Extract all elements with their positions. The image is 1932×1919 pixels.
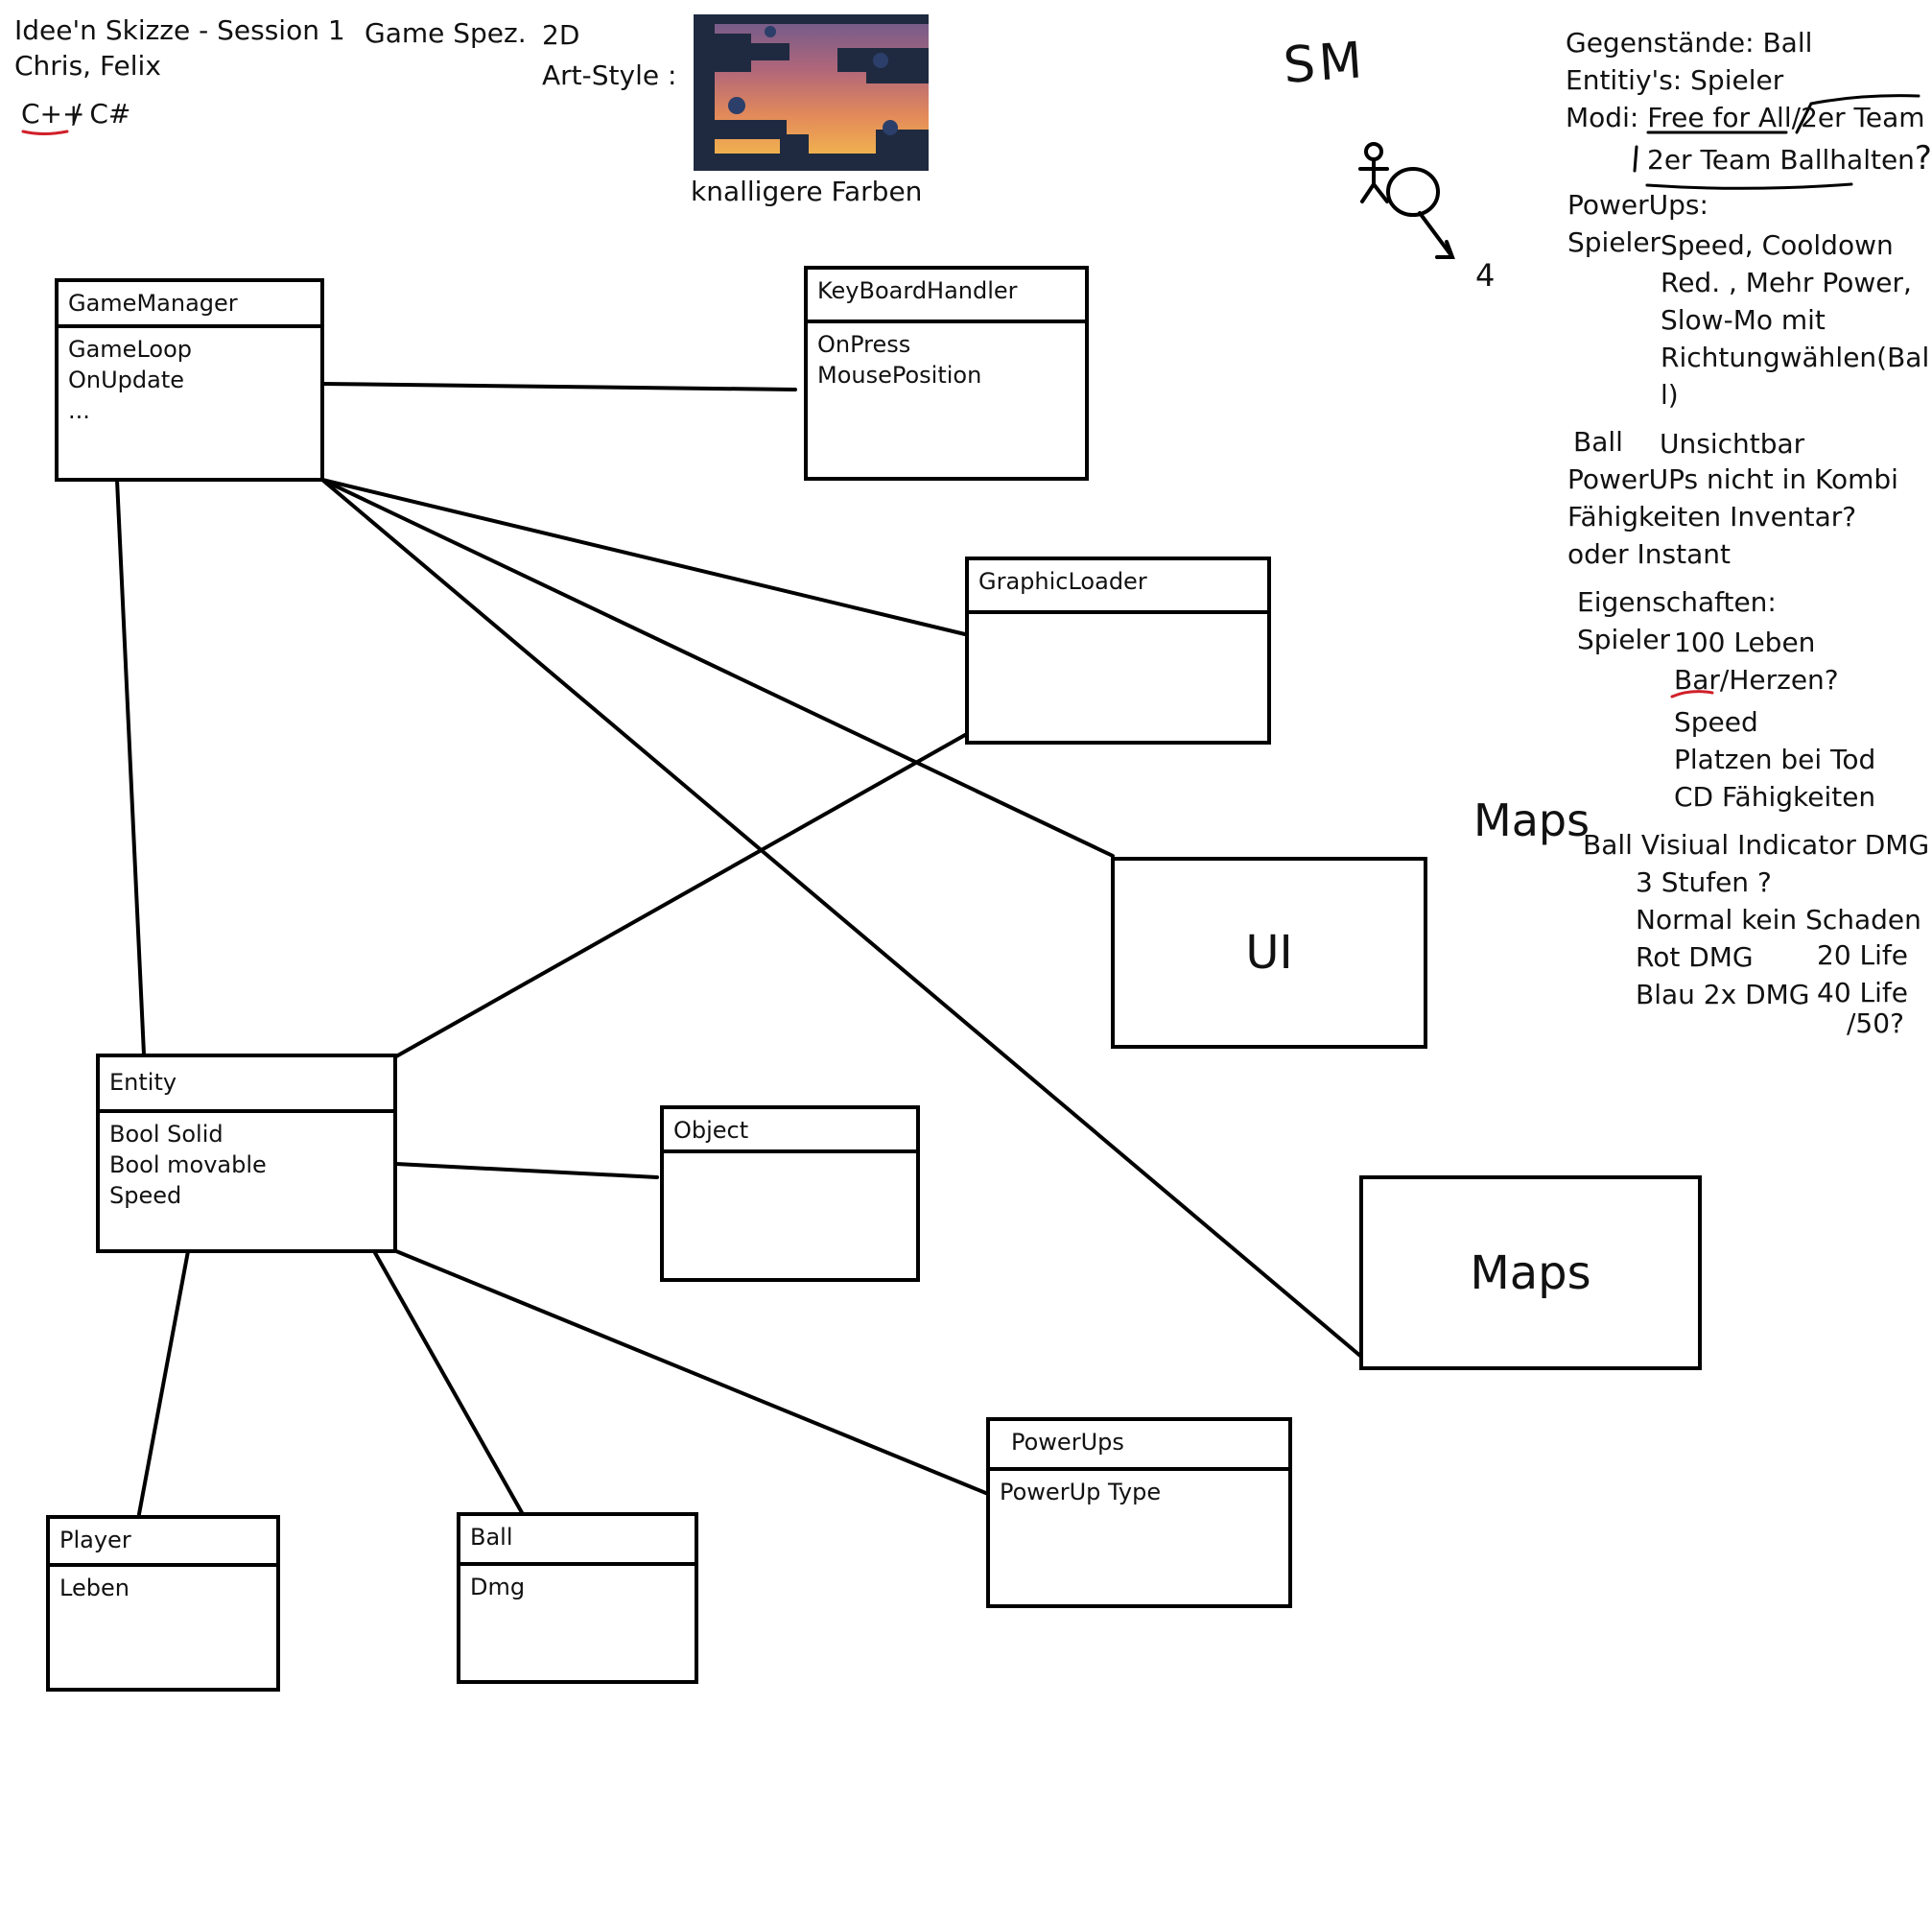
class-keyboardhandler: KeyBoardHandler OnPress MousePosition [804,266,1089,481]
link-gamemanager-keyboard [320,382,797,391]
link-gamemanager-entity [115,478,146,1056]
note-spieler-powerup-1: Speed, Cooldown [1661,229,1894,261]
authors: Chris, Felix [14,50,161,82]
dimension-value: 2D [542,19,580,51]
class-ball-name: Ball [460,1516,695,1566]
art-style-label: Art-Style : [542,59,677,91]
class-ball-member: Dmg [470,1574,526,1600]
cpp-underline [21,130,69,135]
note-inventar: Fähigkeiten Inventar? [1567,501,1857,533]
team-box-mark [1795,94,1920,134]
game-spec-label: Game Spez. [365,17,527,49]
note-powerups-title: PowerUps: [1567,189,1708,221]
note-maps-label: Maps [1473,794,1590,846]
note-eigenschaften-title: Eigenschaften: [1577,586,1777,618]
note-rot-life: 20 Life [1817,939,1908,971]
link-entity-powerups [394,1249,990,1496]
link-gamemanager-maps [320,478,1362,1358]
class-entity-name: Entity [100,1057,393,1113]
class-entity-member: Bool movable [109,1151,267,1178]
language-cpp: C++ [21,98,85,130]
class-ui: UI [1111,857,1427,1049]
class-gamemanager-member: ... [68,397,90,424]
note-spieler-label: Spieler [1567,226,1661,258]
note-ball-label: Ball [1573,426,1623,458]
note-stufen: 3 Stufen ? [1636,866,1772,898]
language-cs: / C# [72,98,131,130]
link-entity-object [394,1162,659,1179]
class-object-name: Object [664,1109,916,1153]
class-maps: Maps [1359,1175,1702,1370]
player-doodle-icon [1358,142,1455,259]
class-entity-member: Speed [109,1182,182,1209]
note-blau: Blau 2x DMG [1636,979,1810,1010]
note-spieler-powerup-4: Richtungwählen(Bal [1661,342,1930,373]
note-blau-life: 40 Life [1817,977,1908,1008]
note-entities: Entitiy's: Spieler [1566,64,1784,96]
note-eig-bar-herzen: Bar/Herzen? [1674,664,1839,696]
class-ball: Ball Dmg [457,1512,698,1684]
link-gamemanager-graphic [320,478,967,636]
class-powerups: PowerUps PowerUp Type [986,1417,1292,1608]
note-eig-leben: 100 Leben [1674,627,1816,658]
note-gegenstaende: Gegenstände: Ball [1566,27,1813,59]
bar-underline [1670,690,1714,699]
note-spieler-powerup-5: l) [1661,379,1679,411]
class-keyboardhandler-member: MousePosition [817,362,982,389]
class-gamemanager: GameManager GameLoop OnUpdate ... [55,278,324,482]
sketch-sm-label: SM [1281,32,1368,95]
link-graphic-entity [394,733,967,1058]
note-eig-speed: Speed [1674,706,1758,738]
class-keyboardhandler-member: OnPress [817,331,911,358]
note-ball-powerup: Unsichtbar [1660,428,1805,460]
class-player: Player Leben [46,1515,280,1692]
note-rot: Rot DMG [1636,941,1754,973]
note-eig-spieler-label: Spieler [1577,624,1671,655]
class-gamemanager-name: GameManager [59,282,320,328]
class-player-name: Player [50,1519,276,1567]
link-entity-ball [372,1249,526,1518]
note-kombi: PowerUPs nicht in Kombi [1567,463,1898,495]
ballhalten-bracket [1633,145,1638,173]
class-player-member: Leben [59,1575,130,1601]
sketch-number-label: 4 [1475,257,1496,294]
class-graphicloader-name: GraphicLoader [969,560,1267,614]
page-title: Idee'n Skizze - Session 1 [14,14,345,46]
class-entity: Entity Bool Solid Bool movable Speed [96,1054,397,1253]
class-keyboardhandler-name: KeyBoardHandler [808,270,1085,323]
class-object: Object [660,1105,920,1282]
note-spieler-powerup-3: Slow-Mo mit [1661,304,1826,336]
class-powerups-name: PowerUps [990,1421,1288,1471]
class-powerups-member: PowerUp Type [1000,1479,1162,1505]
class-graphicloader: GraphicLoader [965,557,1271,745]
link-gamemanager-ui [320,478,1115,858]
class-entity-member: Bool Solid [109,1121,224,1148]
note-eig-platzen: Platzen bei Tod [1674,744,1876,775]
note-eig-cd: CD Fähigkeiten [1674,781,1876,813]
class-gamemanager-member: GameLoop [68,336,192,363]
note-normal: Normal kein Schaden [1636,904,1921,936]
art-style-thumbnail [694,14,929,171]
note-spieler-powerup-2: Red. , Mehr Power, [1661,267,1912,298]
art-style-caption: knalligere Farben [691,176,923,207]
note-blau-life-alt: /50? [1847,1007,1904,1039]
note-modi: Modi: Free for All/2er Team [1566,102,1925,133]
class-gamemanager-member: OnUpdate [68,367,185,393]
note-modi-ballhalten: 2er Team Ballhalten? [1647,139,1932,178]
link-entity-player [137,1249,190,1516]
ballhalten-underline [1645,182,1853,190]
note-instant: oder Instant [1567,538,1731,570]
note-ball-indicator: Ball Visiual Indicator DMG [1583,829,1930,861]
